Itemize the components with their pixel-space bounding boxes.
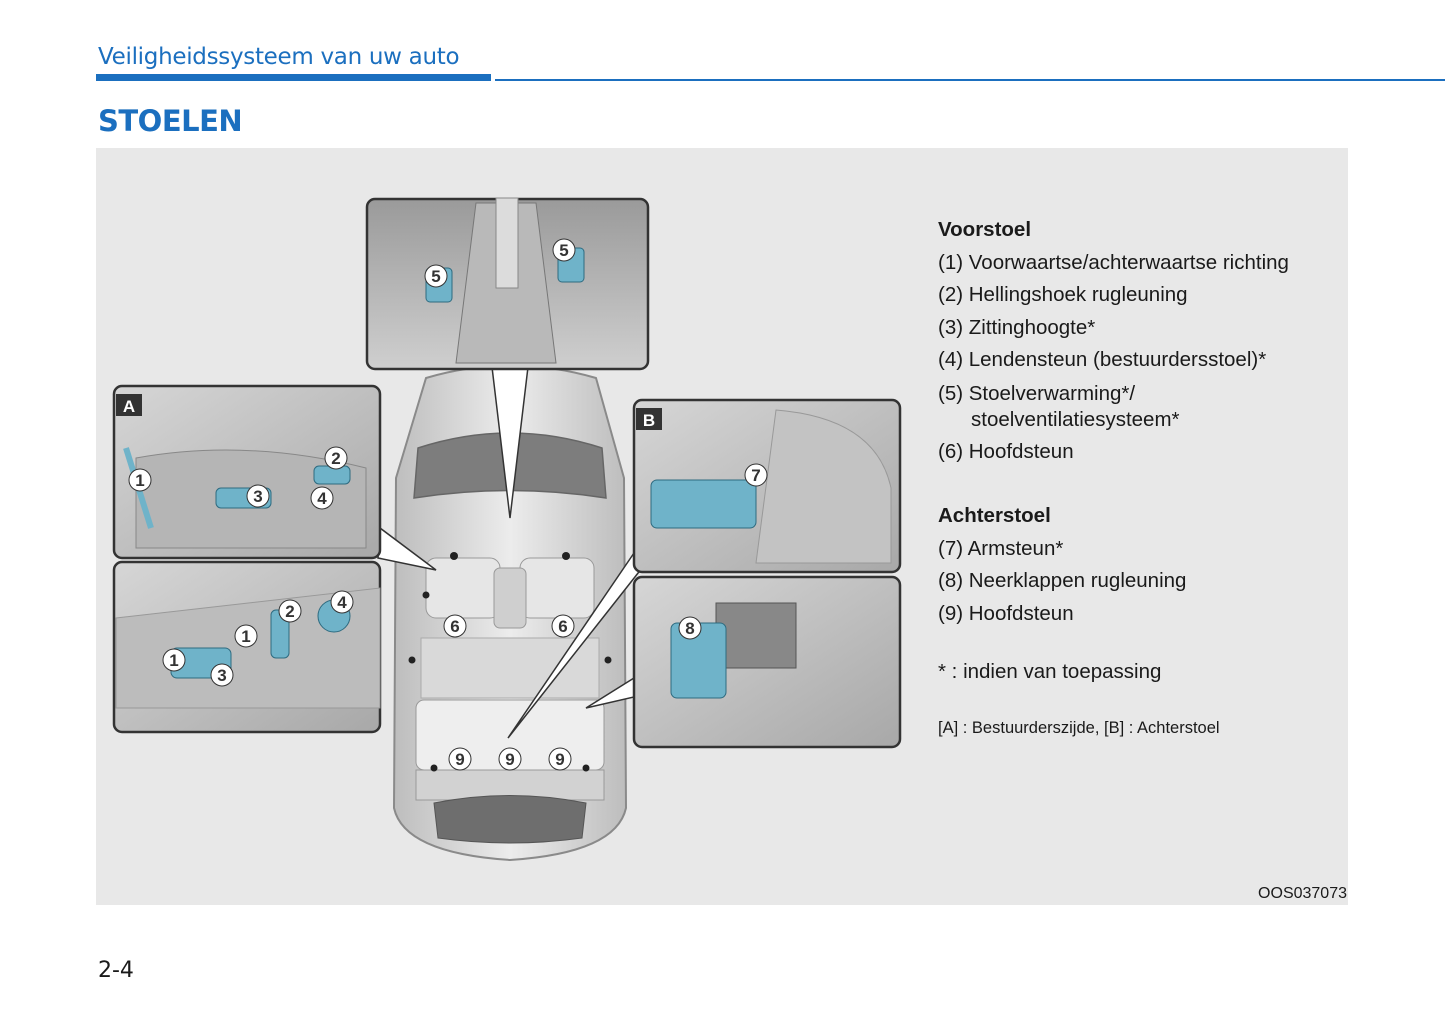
callout-badge: 6: [551, 614, 575, 638]
callout-number: 6: [450, 617, 459, 636]
legend-item: (4) Lendensteun (bestuurdersstoel)*: [938, 348, 1267, 371]
callout-number: 2: [331, 449, 340, 468]
callout-number: 4: [317, 489, 327, 508]
inset-b-upper: [632, 398, 902, 574]
legend-item: (3) Zittinghoogte*: [938, 315, 1096, 339]
legend-caption: [A] : Bestuurderszijde, [B] : Achterstoe…: [938, 718, 1220, 737]
callout-lines: [377, 366, 643, 739]
figure-code: OOS037073: [1258, 885, 1347, 902]
inset-label-a: A: [123, 397, 135, 416]
callout-number: 3: [253, 487, 262, 506]
callout-number: 9: [505, 750, 514, 769]
figure-panel: A B 5 5 1 2 3: [96, 148, 1348, 905]
callout-badge: 7: [744, 463, 768, 487]
callout-number: 1: [241, 627, 250, 646]
chapter-title: Veiligheidssysteem van uw auto: [98, 44, 460, 70]
callout-badge: 3: [210, 663, 234, 687]
callout-number: 1: [135, 471, 144, 490]
legend-spacer: [938, 630, 1338, 656]
callout-badge: 1: [162, 648, 186, 672]
legend-heading-front: Voorstoel: [938, 218, 1032, 241]
callout-badge: 5: [424, 264, 448, 288]
callout-badge: 2: [324, 446, 348, 470]
legend-item-continued: stoelventilatiesysteem*: [971, 407, 1180, 431]
page-number: 2-4: [98, 958, 134, 983]
legend-item: (9) Hoofdsteun: [938, 601, 1074, 625]
inset-b-lower: [632, 575, 902, 749]
legend-item: (2) Hellingshoek rugleuning: [938, 283, 1188, 306]
callout-number: 9: [455, 750, 464, 769]
header-rule-thin: [495, 79, 1445, 81]
callout-badge: 5: [552, 238, 576, 262]
legend-item: (7) Armsteun*: [938, 536, 1064, 560]
callout-number: 8: [685, 619, 694, 638]
legend: Voorstoel (1) Voorwaartse/achterwaartse …: [938, 214, 1338, 739]
legend-item: (5) Stoelverwarming*/: [938, 381, 1136, 405]
callout-number: 5: [431, 267, 440, 286]
console-inset: [365, 197, 650, 371]
section-title: STOELEN: [98, 104, 243, 138]
callout-badge: 1: [128, 468, 152, 492]
callout-number: 2: [285, 602, 294, 621]
legend-item: (1) Voorwaartse/achterwaartse richting: [938, 250, 1289, 274]
callout-badge: 9: [548, 747, 572, 771]
callout-badge: 8: [678, 616, 702, 640]
seat-illustration: A B 5 5 1 2 3: [112, 197, 902, 862]
callout-badge: 1: [234, 624, 258, 648]
callout-badge: 4: [330, 590, 354, 614]
callout-badge: 9: [448, 747, 472, 771]
callout-badge: 9: [498, 747, 522, 771]
callout-number: 5: [559, 241, 568, 260]
callout-badge: 3: [246, 484, 270, 508]
legend-item: (6) Hoofdsteun: [938, 439, 1074, 463]
inset-a-upper: [112, 384, 382, 560]
callout-badge: 4: [310, 486, 334, 510]
callout-badge: 2: [278, 599, 302, 623]
header-rule-thick: [96, 74, 491, 81]
legend-footnote: * : indien van toepassing: [938, 660, 1162, 683]
inset-label-b: B: [643, 411, 655, 430]
callout-number: 1: [169, 651, 178, 670]
legend-spacer: [938, 468, 1338, 500]
callout-badge: 6: [443, 614, 467, 638]
callout-number: 3: [217, 666, 226, 685]
callout-number: 9: [555, 750, 564, 769]
callout-number: 7: [751, 466, 760, 485]
callout-number: 4: [337, 593, 347, 612]
legend-item: (8) Neerklappen rugleuning: [938, 569, 1187, 592]
callout-number: 6: [558, 617, 567, 636]
legend-heading-rear: Achterstoel: [938, 504, 1051, 527]
